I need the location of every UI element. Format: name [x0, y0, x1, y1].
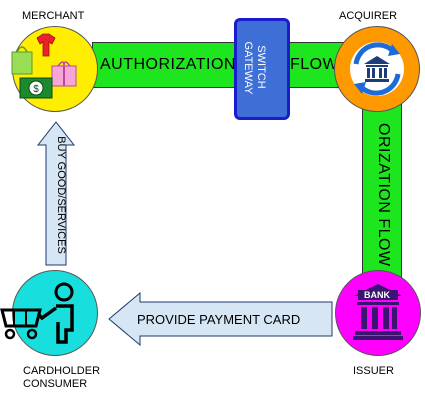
provide-payment-card-arrow [108, 292, 333, 346]
cardholder-label-line2: CONSUMER [23, 378, 88, 390]
authorization-flow-text-vertical: ORIZATION FLOW [375, 123, 392, 267]
authorization-flow-band-top [92, 42, 350, 88]
bank-exchange-icon [350, 42, 404, 96]
switch-gateway-label-line2: GATEWAY [242, 41, 254, 95]
shopping-goods-icon: $ [11, 33, 77, 99]
switch-gateway-box [234, 18, 290, 120]
bank-sign-text: BANK [364, 290, 390, 300]
authorization-flow-text-left: AUTHORIZATION [100, 56, 236, 73]
merchant-label: MERCHANT [22, 10, 85, 22]
authorization-flow-text-right: FLOW [290, 56, 339, 73]
cardholder-label-line1: CARDHOLDER [23, 365, 101, 377]
provide-payment-card-label: PROVIDE PAYMENT CARD [137, 312, 301, 327]
buy-goods-arrow [36, 121, 76, 266]
switch-gateway-label-line1: SWITCH [255, 45, 267, 89]
issuer-label: ISSUER [353, 365, 394, 377]
authorization-flow-band-right [362, 100, 402, 280]
bank-icon [353, 284, 403, 340]
acquirer-label: ACQUIRER [339, 10, 398, 22]
svg-text:$: $ [33, 84, 39, 95]
buy-goods-arrow-label: BUY GOOD/SERVICES [55, 136, 67, 254]
shopper-cart-icon [0, 282, 74, 344]
